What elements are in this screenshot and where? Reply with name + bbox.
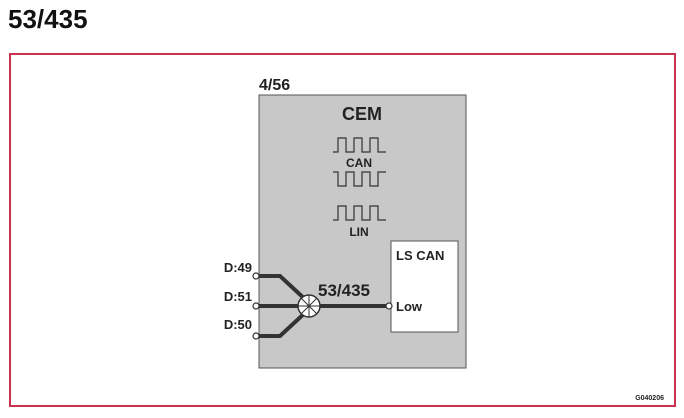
splice-node-icon bbox=[297, 294, 321, 318]
module-ref-label: 4/56 bbox=[259, 77, 290, 94]
page-title: 53/435 bbox=[8, 4, 88, 34]
connector-pin-icon bbox=[385, 302, 393, 310]
connector-pin-icon bbox=[252, 332, 260, 340]
can-waveform-icon bbox=[333, 137, 386, 153]
wire-label: 53/435 bbox=[318, 281, 370, 300]
port-low-label: Low bbox=[396, 299, 423, 314]
connector-pin-icon bbox=[252, 302, 260, 310]
can-label: CAN bbox=[346, 156, 372, 170]
ls-can-box bbox=[390, 240, 459, 333]
connector-label-d51: D:51 bbox=[224, 289, 252, 304]
lin-waveform-icon bbox=[333, 205, 386, 221]
can-waveform-icon bbox=[333, 171, 386, 187]
diagram-frame bbox=[9, 53, 676, 407]
connector-label-d50: D:50 bbox=[224, 317, 252, 332]
wire-d50 bbox=[258, 309, 309, 338]
wire-d49 bbox=[258, 274, 309, 303]
connector-pin-icon bbox=[252, 272, 260, 280]
module-name: CEM bbox=[342, 104, 382, 124]
ls-can-title: LS CAN bbox=[396, 248, 444, 263]
connector-label-d49: D:49 bbox=[224, 260, 252, 275]
image-code: G040206 bbox=[635, 395, 664, 402]
lin-label: LIN bbox=[349, 225, 368, 239]
